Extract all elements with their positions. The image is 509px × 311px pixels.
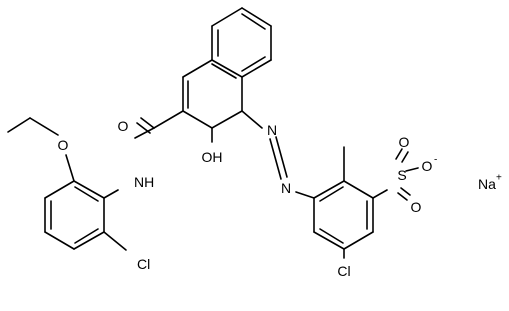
sulfur-label: S: [397, 167, 406, 183]
azo-nitrogen-1-label: N: [267, 122, 277, 138]
sulfonyl-oxygen-bottom-label: O: [411, 199, 422, 215]
bond: [400, 187, 411, 196]
bond: [401, 151, 409, 163]
azo-nitrogen-2-label: N: [281, 180, 291, 196]
bond: [241, 59, 272, 78]
bond: [182, 110, 213, 129]
bond: [74, 186, 99, 202]
bond: [65, 154, 75, 182]
carbonyl-oxygen-label: O: [118, 118, 129, 134]
bond: [103, 231, 127, 251]
bond: [140, 117, 155, 129]
ether-oxygen-label: O: [58, 137, 69, 153]
bond: [343, 180, 374, 199]
bond: [313, 180, 345, 199]
bond: [211, 59, 243, 78]
bond: [73, 231, 105, 250]
sodium-label: Na: [478, 176, 496, 192]
bond: [211, 7, 243, 27]
bond-lines: [7, 7, 419, 259]
chlorine-label-left: Cl: [137, 256, 150, 272]
bond: [136, 122, 151, 134]
bond: [275, 136, 288, 178]
bond: [134, 127, 155, 139]
bond: [241, 13, 266, 30]
bond: [405, 167, 419, 172]
sulfonate-oxygen-label: O: [422, 158, 433, 174]
bond: [153, 110, 184, 129]
bond: [319, 228, 344, 244]
bond: [343, 231, 374, 250]
bond: [241, 7, 272, 27]
bond: [241, 110, 263, 129]
bond: [182, 59, 213, 78]
bond: [295, 191, 315, 199]
bond: [103, 189, 119, 199]
bond: [211, 110, 243, 129]
bond: [395, 148, 403, 160]
bond: [372, 189, 388, 199]
bond: [73, 180, 105, 199]
hydroxyl-label: OH: [202, 149, 223, 165]
atom-labels: O NH O Cl OH N N S O O O - Cl Na +: [58, 118, 502, 279]
bond: [269, 138, 282, 180]
bond: [7, 117, 31, 133]
chlorine-label-right: Cl: [337, 263, 350, 279]
positive-charge-label: +: [496, 173, 502, 184]
bond: [74, 228, 99, 244]
bond: [211, 63, 237, 79]
negative-charge-label: -: [434, 155, 437, 166]
sulfonyl-oxygen-top-label: O: [399, 134, 410, 150]
bond: [319, 186, 344, 202]
bond: [44, 180, 75, 199]
amide-nh-label: NH: [134, 174, 154, 190]
bond: [241, 56, 266, 72]
bond: [313, 231, 345, 250]
bond: [29, 117, 59, 136]
bond: [397, 192, 408, 201]
bond: [44, 231, 75, 250]
